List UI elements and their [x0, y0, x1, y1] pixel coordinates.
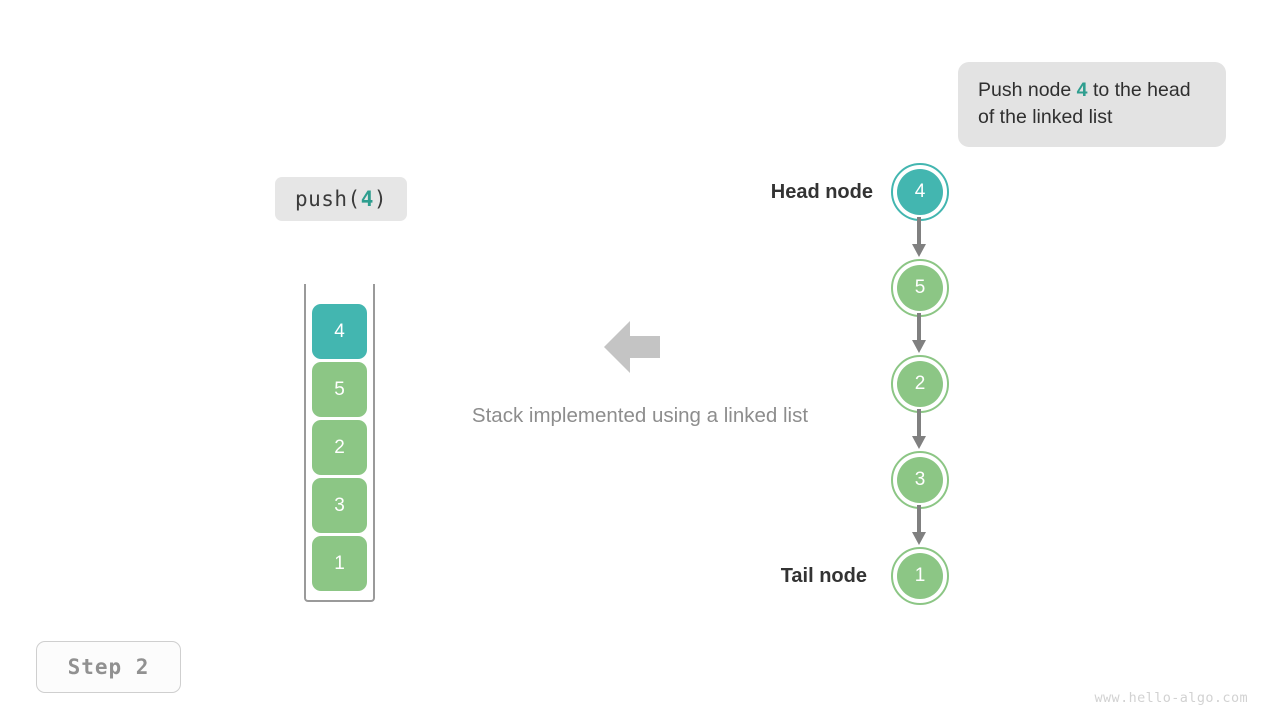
linked-list-node: 1	[891, 547, 949, 605]
watermark: www.hello-algo.com	[1094, 690, 1248, 706]
linked-list-node-value: 1	[897, 553, 943, 599]
operation-argument: 4	[360, 187, 374, 211]
tail-node-label: Tail node	[780, 565, 867, 587]
stack-block-value: 3	[334, 494, 345, 516]
linked-list-connector-arrow	[908, 505, 930, 547]
linked-list-node: 2	[891, 355, 949, 413]
tooltip-text-before: Push node	[978, 79, 1077, 101]
stack-block: 2	[312, 420, 367, 475]
stack-block-list: 4 5 2 3 1	[312, 304, 367, 591]
linked-list-connector-arrow	[908, 409, 930, 451]
operation-label: push(4)	[275, 177, 407, 221]
stack-block-value: 1	[334, 552, 345, 574]
stack-container	[304, 284, 375, 602]
linked-list-node-value: 5	[897, 265, 943, 311]
stack-block-value: 5	[334, 378, 345, 400]
stack-block: 3	[312, 478, 367, 533]
stack-block-value: 4	[334, 320, 345, 342]
head-node-label: Head node	[770, 181, 873, 203]
linked-list-node: 4	[891, 163, 949, 221]
linked-list-node-value: 3	[897, 457, 943, 503]
tooltip-highlight-value: 4	[1076, 79, 1088, 101]
stack-block: 4	[312, 304, 367, 359]
linked-list-node: 3	[891, 451, 949, 509]
stack-caption: Stack implemented using a linked list	[471, 404, 809, 427]
tooltip-text-after: to the head of the linked list	[978, 79, 1191, 128]
description-tooltip: Push node 4 to the head of the linked li…	[958, 62, 1226, 147]
operation-open-paren: (	[347, 187, 361, 211]
arrow-left-icon	[602, 318, 662, 376]
linked-list-node: 5	[891, 259, 949, 317]
stack-block: 5	[312, 362, 367, 417]
linked-list-node-value: 2	[897, 361, 943, 407]
linked-list-connector-arrow	[908, 217, 930, 259]
stack-block-value: 2	[334, 436, 345, 458]
operation-close-paren: )	[373, 187, 388, 211]
step-badge: Step 2	[36, 641, 181, 693]
linked-list-connector-arrow	[908, 313, 930, 355]
stack-block: 1	[312, 536, 367, 591]
linked-list-node-value: 4	[897, 169, 943, 215]
operation-name: push	[294, 187, 348, 211]
